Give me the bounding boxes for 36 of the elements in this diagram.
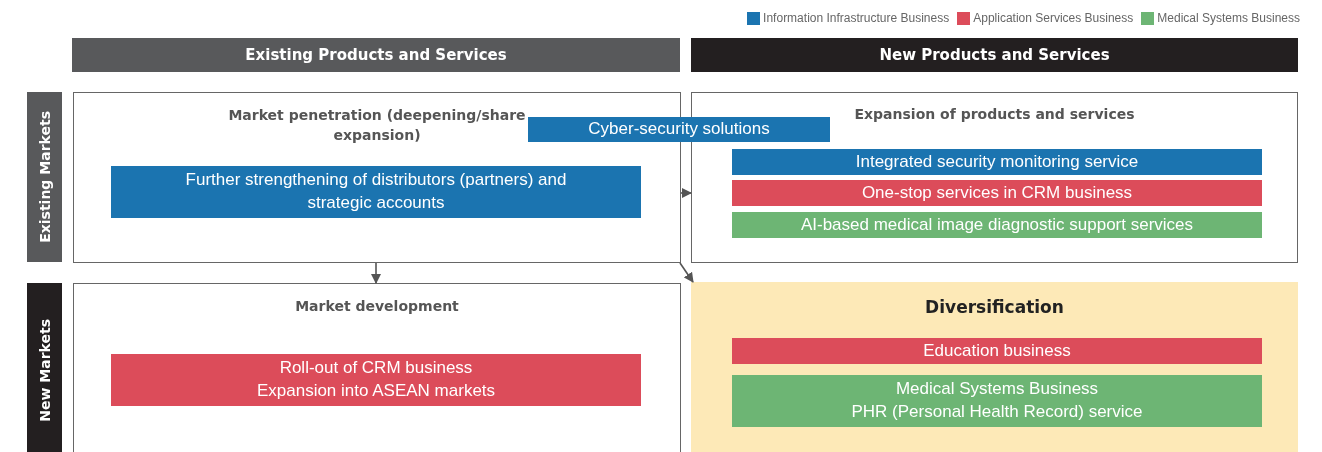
arrow: [680, 188, 692, 198]
initiative-text: Further strengthening of distributors (partners) and strategic accounts: [184, 169, 568, 214]
column-header: New Products and Services: [691, 38, 1298, 72]
arrow: [371, 262, 381, 284]
quadrant-title: Market development: [295, 297, 459, 316]
initiative-text: Education business: [923, 339, 1071, 362]
row-header-bar: [27, 283, 62, 452]
initiative-text: PHR (Personal Health Record) service: [851, 401, 1143, 423]
quadrant-box: [73, 283, 681, 452]
initiative-bar: [732, 338, 1262, 364]
initiative-text: Roll-out of CRM business: [279, 357, 473, 380]
row-header: New Markets: [36, 319, 53, 422]
initiative-text: One-stop services in CRM business: [861, 181, 1133, 204]
legend-label: Medical Systems Business: [1157, 11, 1300, 25]
initiative-text: Cyber-security solutions: [588, 118, 770, 141]
arrow: [679, 262, 694, 283]
quadrant-title: Expansion of products and services: [854, 105, 1135, 124]
initiative-bar: [111, 166, 641, 218]
initiative-bar: [732, 149, 1262, 175]
initiative-bar: [528, 117, 830, 142]
initiative-text: Expansion into ASEAN markets: [256, 380, 496, 402]
initiative-bar: [111, 354, 641, 406]
legend-label: Application Services Business: [973, 11, 1134, 25]
quadrant-title: Market penetration (deepening/share expansion): [227, 106, 527, 146]
quadrant-box: [691, 282, 1298, 452]
initiative-bar: [732, 180, 1262, 206]
initiative-text: Integrated security monitoring service: [855, 150, 1139, 173]
row-header: Existing Markets: [36, 111, 53, 243]
initiative-bar: [732, 212, 1262, 238]
initiative-bar: [732, 375, 1262, 427]
initiative-text: AI-based medical image diagnostic support services: [800, 213, 1194, 236]
row-header-bar: [27, 92, 62, 262]
legend-label: Information Infrastructure Business: [763, 11, 950, 25]
quadrant-title: Diversification: [925, 296, 1064, 319]
column-header: Existing Products and Services: [72, 38, 680, 72]
initiative-text: Medical Systems Business: [895, 378, 1099, 401]
